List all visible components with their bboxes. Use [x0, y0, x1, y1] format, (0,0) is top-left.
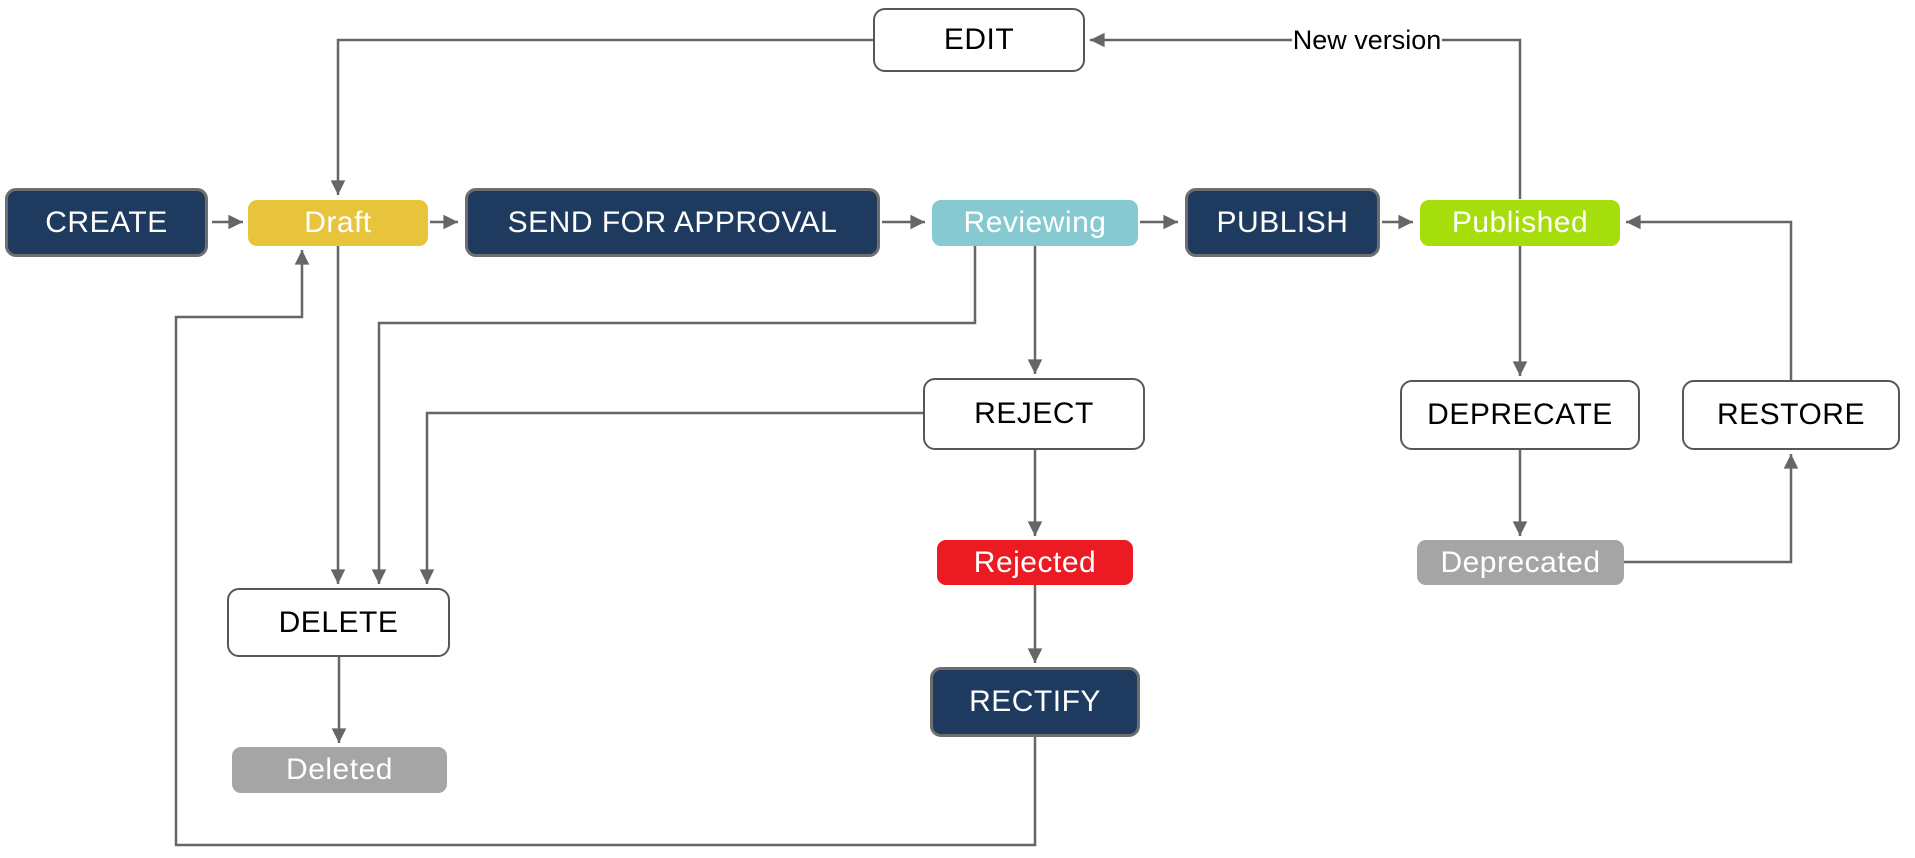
edge-deprecated-restore: [1624, 454, 1799, 564]
node-delete[interactable]: DELETE: [227, 588, 450, 657]
node-published[interactable]: Published: [1420, 200, 1620, 246]
edge-reject-delete: [419, 411, 923, 584]
edge-reviewing-delete: [371, 246, 977, 584]
node-restore[interactable]: RESTORE: [1682, 380, 1900, 450]
node-deleted[interactable]: Deleted: [232, 747, 447, 793]
node-draft[interactable]: Draft: [248, 200, 428, 246]
edge-published-edit: [1090, 32, 1522, 199]
node-edit[interactable]: EDIT: [873, 8, 1085, 72]
node-rejected[interactable]: Rejected: [937, 540, 1133, 585]
node-deprecated[interactable]: Deprecated: [1417, 540, 1624, 585]
node-reject[interactable]: REJECT: [923, 378, 1145, 450]
node-send-for-approval[interactable]: SEND FOR APPROVAL: [465, 188, 880, 257]
node-create[interactable]: CREATE: [5, 188, 208, 257]
edge-rectify-draft: [174, 250, 1037, 847]
node-deprecate[interactable]: DEPRECATE: [1400, 380, 1640, 450]
edge-label-new-version: New version: [1292, 19, 1442, 61]
edge-restore-published: [1626, 214, 1793, 380]
node-publish[interactable]: PUBLISH: [1185, 188, 1380, 257]
node-rectify[interactable]: RECTIFY: [930, 667, 1140, 737]
node-reviewing[interactable]: Reviewing: [932, 200, 1138, 246]
edge-edit-draft: [330, 38, 873, 195]
